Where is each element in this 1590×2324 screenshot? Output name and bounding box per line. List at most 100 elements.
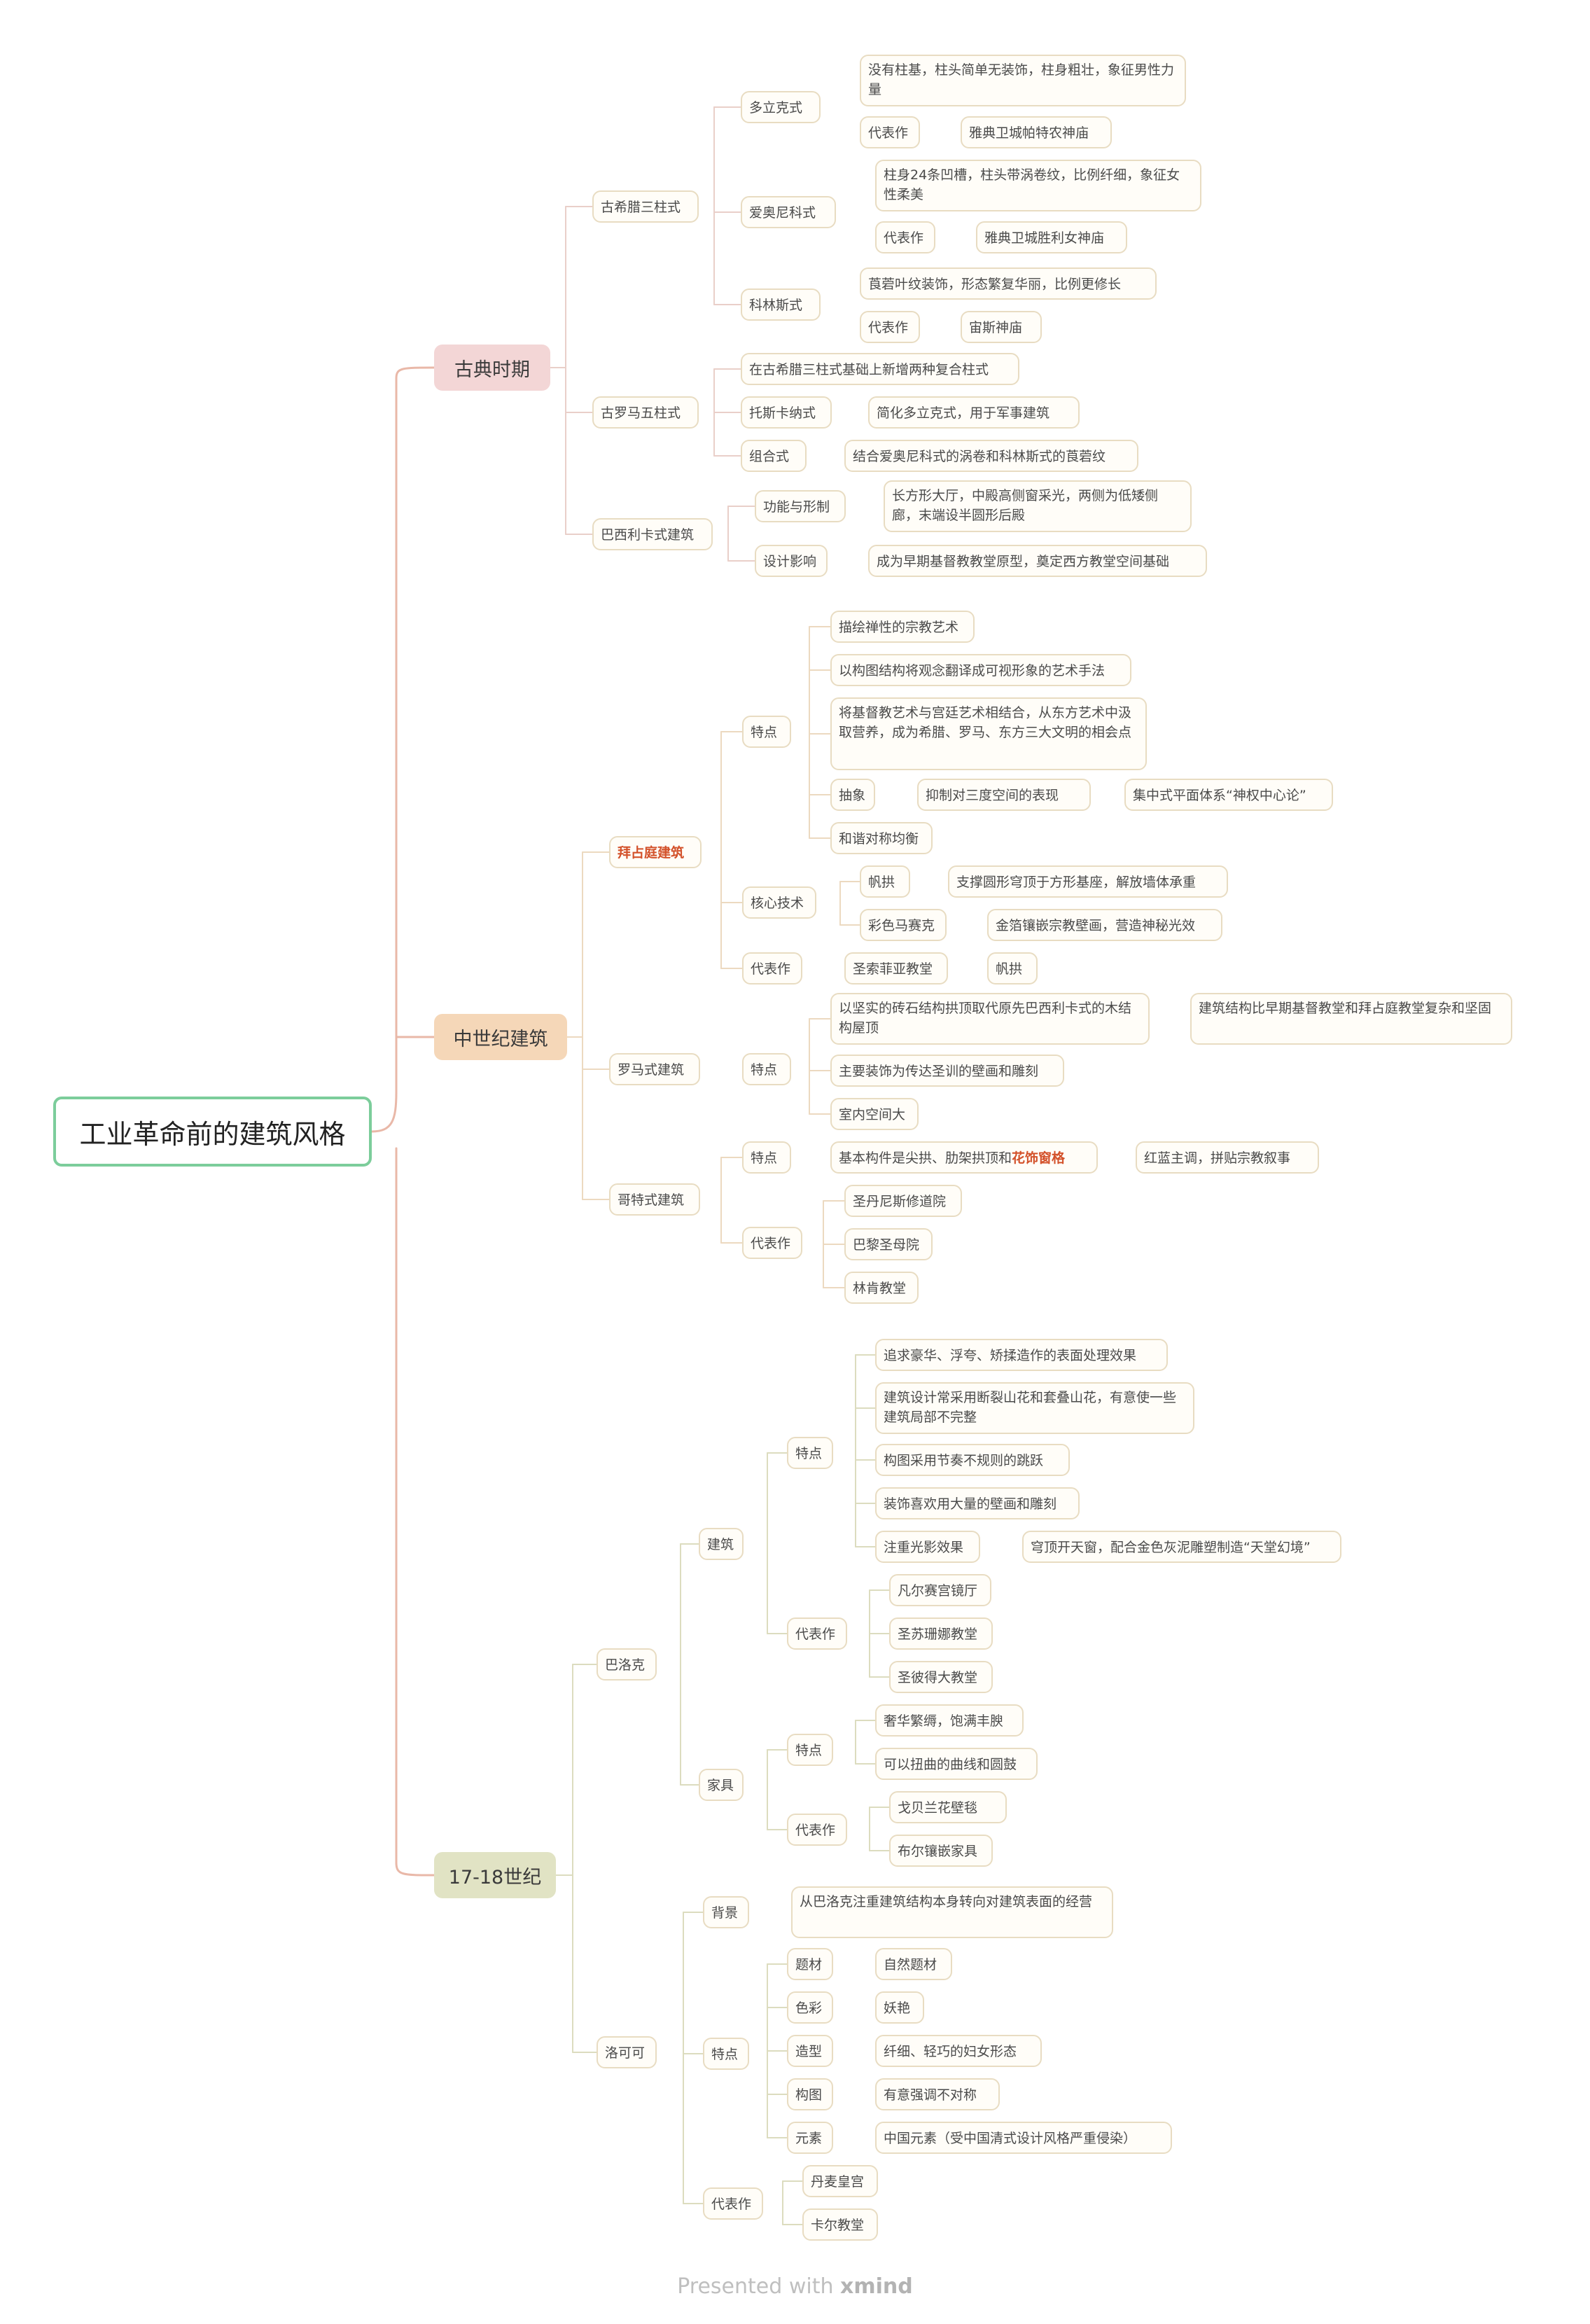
baroque-furn-representative-label[interactable]: 代表作 xyxy=(787,1814,847,1846)
byzantine-abstract-detail-1[interactable]: 抑制对三度空间的表现 xyxy=(917,779,1091,811)
byzantine-representative-label[interactable]: 代表作 xyxy=(742,952,802,984)
byzantine-feature-5[interactable]: 和谐对称均衡 xyxy=(830,822,933,854)
era-17-18-century[interactable]: 17-18世纪 xyxy=(434,1852,556,1898)
romanesque-feature-1-desc[interactable]: 建筑结构比早期基督教堂和拜占庭教堂复杂和坚固 xyxy=(1190,993,1512,1045)
footer-credit: Presented with xmind xyxy=(677,2274,913,2299)
era-classical[interactable]: 古典时期 xyxy=(434,345,550,391)
roman-orders[interactable]: 古罗马五柱式 xyxy=(592,396,699,429)
baroque-arch-features[interactable]: 特点 xyxy=(787,1437,833,1469)
baroque-architecture[interactable]: 建筑 xyxy=(699,1528,744,1560)
byzantine-rep-hagia-sophia[interactable]: 圣索菲亚教堂 xyxy=(844,952,948,984)
baroque[interactable]: 巴洛克 xyxy=(597,1648,657,1681)
tuscan-description[interactable]: 简化多立克式，用于军事建筑 xyxy=(868,396,1080,429)
basilica-function-description[interactable]: 长方形大厅，中殿高侧窗采光，两侧为低矮侧廊，末端设半圆形后殿 xyxy=(884,480,1192,532)
romanesque-feature-3[interactable]: 室内空间大 xyxy=(830,1098,919,1130)
basilica-influence[interactable]: 设计影响 xyxy=(755,545,828,577)
baroque-furn-rep-gobelins[interactable]: 戈贝兰花壁毯 xyxy=(889,1791,1007,1823)
byzantine-rep-pendentive[interactable]: 帆拱 xyxy=(987,952,1038,984)
doric-order[interactable]: 多立克式 xyxy=(741,91,821,123)
corinthian-representative-label[interactable]: 代表作 xyxy=(860,311,920,343)
composite-order[interactable]: 组合式 xyxy=(741,440,807,472)
corinthian-representative[interactable]: 宙斯神庙 xyxy=(961,311,1042,343)
byzantine-tech-pendentive-desc[interactable]: 支撑圆形穹顶于方形基座，解放墙体承重 xyxy=(948,865,1228,898)
baroque-furn-feature-1[interactable]: 奢华繁缛，饱满丰腴 xyxy=(875,1704,1024,1737)
ionic-order[interactable]: 爱奥尼科式 xyxy=(741,196,836,228)
gothic-features[interactable]: 特点 xyxy=(742,1141,791,1174)
baroque-furniture[interactable]: 家具 xyxy=(699,1769,744,1801)
gothic-feature-1-desc[interactable]: 红蓝主调，拼贴宗教叙事 xyxy=(1136,1141,1319,1174)
basilica-architecture[interactable]: 巴西利卡式建筑 xyxy=(592,518,713,550)
byzantine-feature-3[interactable]: 将基督教艺术与宫廷艺术相结合，从东方艺术中汲取营养，成为希腊、罗马、东方三大文明… xyxy=(830,697,1147,770)
byzantine-architecture[interactable]: 拜占庭建筑 xyxy=(609,836,702,868)
gothic-rep-lincoln[interactable]: 林肯教堂 xyxy=(844,1272,919,1304)
romanesque-features[interactable]: 特点 xyxy=(742,1053,791,1085)
corinthian-description[interactable]: 莨菪叶纹装饰，形态繁复华丽，比例更修长 xyxy=(860,267,1157,300)
baroque-feature-2[interactable]: 建筑设计常采用断裂山花和套叠山花，有意使一些建筑局部不完整 xyxy=(875,1382,1194,1434)
byzantine-abstract-detail-2[interactable]: 集中式平面体系“神权中心论” xyxy=(1124,779,1333,811)
baroque-feature-3[interactable]: 构图采用节奏不规则的跳跃 xyxy=(875,1444,1070,1476)
rococo-composition[interactable]: 构图 xyxy=(787,2078,833,2110)
corinthian-order[interactable]: 科林斯式 xyxy=(741,288,821,321)
baroque-furn-feature-2[interactable]: 可以扭曲的曲线和圆鼓 xyxy=(875,1748,1038,1780)
rococo[interactable]: 洛可可 xyxy=(597,2036,657,2068)
byzantine-tech-pendentive[interactable]: 帆拱 xyxy=(860,865,910,898)
rococo-subject-value[interactable]: 自然题材 xyxy=(875,1948,952,1980)
gothic-rep-notre-dame[interactable]: 巴黎圣母院 xyxy=(844,1228,933,1260)
roman-description[interactable]: 在古希腊三柱式基础上新增两种复合柱式 xyxy=(741,353,1019,385)
baroque-furn-features[interactable]: 特点 xyxy=(787,1734,833,1766)
tuscan-order[interactable]: 托斯卡纳式 xyxy=(741,396,832,429)
baroque-feature-5-desc[interactable]: 穹顶开天窗，配合金色灰泥雕塑制造“天堂幻境” xyxy=(1022,1531,1341,1563)
byzantine-feature-abstract[interactable]: 抽象 xyxy=(830,779,875,811)
rococo-subject[interactable]: 题材 xyxy=(787,1948,833,1980)
rococo-elements[interactable]: 元素 xyxy=(787,2122,833,2154)
romanesque-architecture[interactable]: 罗马式建筑 xyxy=(609,1053,700,1085)
ionic-representative[interactable]: 雅典卫城胜利女神庙 xyxy=(976,221,1127,253)
rococo-features[interactable]: 特点 xyxy=(703,2038,749,2070)
ionic-description[interactable]: 柱身24条凹槽，柱头带涡卷纹，比例纤细，象征女性柔美 xyxy=(875,160,1201,211)
rococo-background[interactable]: 背景 xyxy=(703,1896,749,1928)
gothic-feature-1[interactable]: 基本构件是尖拱、肋架拱顶和花饰窗格 xyxy=(830,1141,1098,1174)
byzantine-features[interactable]: 特点 xyxy=(742,716,791,748)
gothic-representative-label[interactable]: 代表作 xyxy=(742,1227,802,1259)
baroque-feature-5[interactable]: 注重光影效果 xyxy=(875,1531,980,1563)
gothic-architecture[interactable]: 哥特式建筑 xyxy=(609,1183,700,1216)
baroque-feature-1[interactable]: 追求豪华、浮夸、矫揉造作的表面处理效果 xyxy=(875,1339,1168,1371)
romanesque-feature-2[interactable]: 主要装饰为传达圣训的壁画和雕刻 xyxy=(830,1055,1064,1087)
greek-orders[interactable]: 古希腊三柱式 xyxy=(592,190,699,223)
rococo-composition-value[interactable]: 有意强调不对称 xyxy=(875,2078,1000,2110)
era-medieval[interactable]: 中世纪建筑 xyxy=(434,1014,567,1060)
rococo-color-value[interactable]: 妖艳 xyxy=(875,1991,924,2024)
rococo-rep-karlskirche[interactable]: 卡尔教堂 xyxy=(802,2208,878,2241)
composite-description[interactable]: 结合爱奥尼科式的涡卷和科林斯式的莨菪纹 xyxy=(844,440,1138,472)
gothic-rep-saint-denis[interactable]: 圣丹尼斯修道院 xyxy=(844,1185,962,1217)
gothic-tracery-highlight: 花饰窗格 xyxy=(1012,1150,1066,1166)
rococo-elements-value[interactable]: 中国元素（受中国清式设计风格严重侵染） xyxy=(875,2122,1172,2154)
ionic-representative-label[interactable]: 代表作 xyxy=(875,221,935,253)
rococo-background-desc[interactable]: 从巴洛克注重建筑结构本身转向对建筑表面的经营 xyxy=(791,1886,1113,1938)
doric-representative-label[interactable]: 代表作 xyxy=(860,116,920,148)
root-node[interactable]: 工业革命前的建筑风格 xyxy=(53,1097,372,1167)
doric-description[interactable]: 没有柱基，柱头简单无装饰，柱身粗壮，象征男性力量 xyxy=(860,55,1186,106)
rococo-shape[interactable]: 造型 xyxy=(787,2035,833,2067)
baroque-arch-representative-label[interactable]: 代表作 xyxy=(787,1617,847,1650)
byzantine-tech-mosaic[interactable]: 彩色马赛克 xyxy=(860,909,947,941)
byzantine-feature-2[interactable]: 以构图结构将观念翻译成可视形象的艺术手法 xyxy=(830,654,1131,686)
baroque-feature-4[interactable]: 装饰喜欢用大量的壁画和雕刻 xyxy=(875,1487,1080,1519)
rococo-representative-label[interactable]: 代表作 xyxy=(703,2187,763,2220)
baroque-furn-rep-boulle[interactable]: 布尔镶嵌家具 xyxy=(889,1835,993,1867)
byzantine-core-tech[interactable]: 核心技术 xyxy=(742,886,816,919)
byzantine-feature-1[interactable]: 描绘禅性的宗教艺术 xyxy=(830,611,975,643)
baroque-rep-santa-susanna[interactable]: 圣苏珊娜教堂 xyxy=(889,1617,993,1650)
baroque-rep-versailles[interactable]: 凡尔赛宫镜厅 xyxy=(889,1574,991,1606)
basilica-influence-description[interactable]: 成为早期基督教教堂原型，奠定西方教堂空间基础 xyxy=(868,545,1207,577)
basilica-function[interactable]: 功能与形制 xyxy=(755,490,846,522)
rococo-color[interactable]: 色彩 xyxy=(787,1991,833,2024)
baroque-rep-st-peters[interactable]: 圣彼得大教堂 xyxy=(889,1661,993,1693)
romanesque-feature-1[interactable]: 以坚实的砖石结构拱顶取代原先巴西利卡式的木结构屋顶 xyxy=(830,993,1150,1045)
byzantine-tech-mosaic-desc[interactable]: 金箔镶嵌宗教壁画，营造神秘光效 xyxy=(987,909,1222,941)
rococo-shape-value[interactable]: 纤细、轻巧的妇女形态 xyxy=(875,2035,1042,2067)
rococo-rep-danish-palace[interactable]: 丹麦皇宫 xyxy=(802,2165,878,2197)
doric-representative[interactable]: 雅典卫城帕特农神庙 xyxy=(961,116,1112,148)
